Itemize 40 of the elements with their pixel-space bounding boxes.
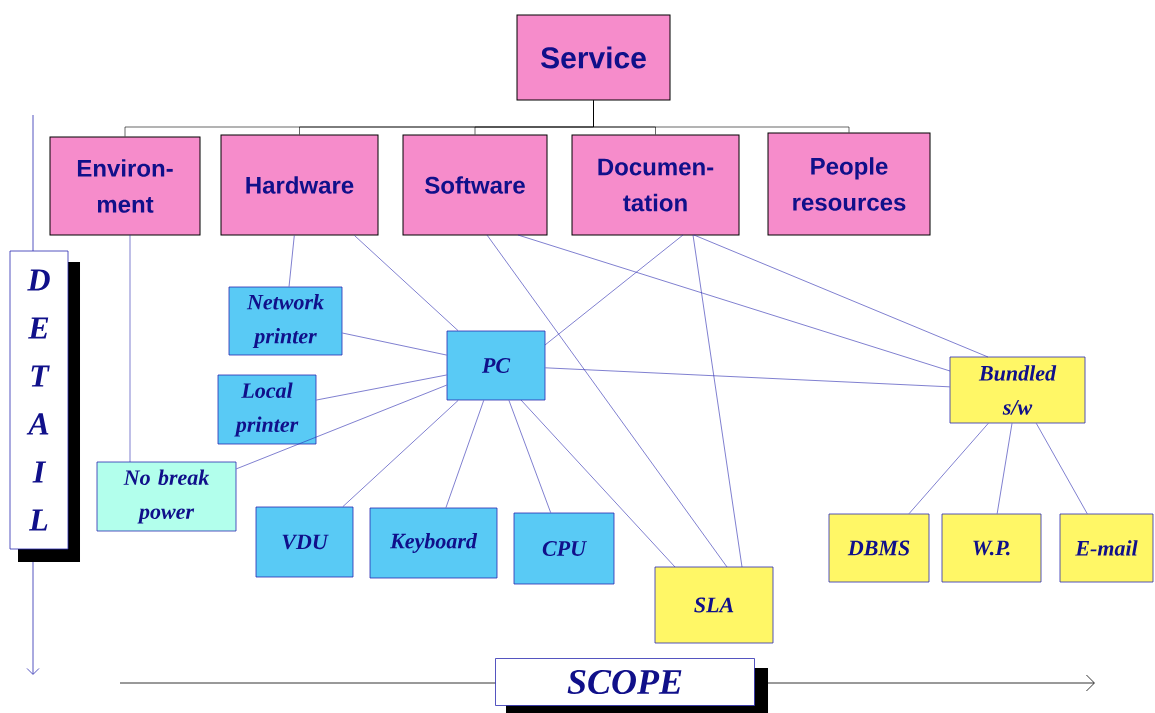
connector-line: [342, 332, 447, 356]
item-box: W.P.: [941, 513, 1042, 583]
item-box: VDU: [255, 506, 354, 578]
category-box: Hardware: [220, 134, 379, 236]
axis-label: SCOPE: [495, 658, 768, 713]
connector-line: [508, 400, 551, 513]
category-box: Documen-tation: [571, 134, 740, 236]
connector-line: [593, 100, 850, 133]
connector-line: [486, 234, 728, 568]
connector-line: [545, 367, 950, 388]
connector-line: [692, 234, 743, 568]
connector-line: [129, 234, 131, 463]
category-box: Software: [402, 134, 548, 236]
connector-line: [693, 234, 989, 358]
connector-line: [342, 400, 459, 507]
connector-line: [544, 234, 684, 346]
connector-line: [517, 234, 951, 372]
connector-line: [520, 399, 676, 568]
connector-line: [288, 235, 295, 287]
item-box: SLA: [654, 566, 774, 644]
item-box: E-mail: [1059, 513, 1154, 583]
connector-line: [316, 374, 447, 401]
connector-line: [445, 400, 485, 508]
category-box: Environ-ment: [49, 136, 201, 236]
item-box: Bundled s/w: [949, 356, 1086, 424]
connector-line: [908, 423, 989, 514]
connector-line: [996, 423, 1013, 514]
connector-line: [236, 384, 447, 470]
item-box: No break power: [96, 461, 237, 532]
item-box: Keyboard: [369, 507, 498, 579]
item-box: DBMS: [828, 513, 930, 583]
axis-label: DETAIL: [9, 250, 80, 562]
connector-line: [354, 235, 459, 331]
item-box: PC: [446, 330, 546, 401]
category-box: People resources: [767, 132, 931, 236]
item-box: Local printer: [217, 374, 317, 445]
category-box: Service: [516, 14, 671, 101]
connector-line: [1036, 423, 1088, 514]
item-box: CPU: [513, 512, 615, 585]
item-box: Network printer: [228, 286, 343, 356]
